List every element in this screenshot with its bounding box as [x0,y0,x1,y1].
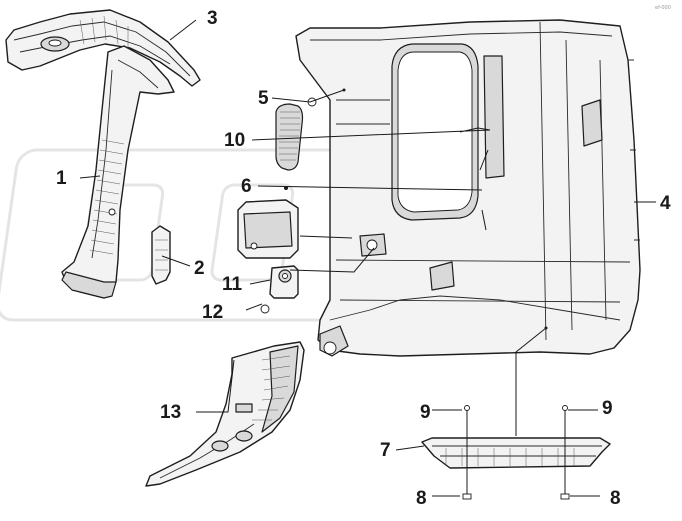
callout-11: 11 [222,274,243,295]
part-1-pillar-trim [61,45,175,299]
callout-labels: 1 2 3 4 5 6 7 8 8 9 9 10 11 12 13 [56,8,671,509]
callout-5: 5 [258,88,269,109]
part-13-lower-step-trim [145,341,305,487]
loose-cover-panel [237,199,299,259]
corner-note: ef-000 [655,5,671,11]
part-7-floor-tray [421,437,611,469]
fasteners [462,405,570,500]
callout-6: 6 [241,176,252,197]
leader-lines [79,19,656,497]
callout-3: 3 [207,8,218,29]
leader-dots [284,88,548,330]
part-2-small-trim [151,225,171,285]
callout-2: 2 [194,258,205,279]
callout-4: 4 [660,193,671,214]
callout-1: 1 [56,168,67,189]
callout-9-left: 9 [420,402,431,423]
part-12-round-clip [260,304,270,314]
part-3-roof-rail-trim [5,9,201,87]
callout-7: 7 [380,440,391,461]
part-10-vent-grille [275,103,304,171]
part-11-switch-plate [269,265,299,299]
callout-8-right: 8 [610,488,621,509]
callout-13: 13 [160,402,181,423]
callout-9-right: 9 [602,398,613,419]
callout-8-left: 8 [416,488,427,509]
callout-10: 10 [224,130,245,151]
callout-12: 12 [202,302,223,323]
